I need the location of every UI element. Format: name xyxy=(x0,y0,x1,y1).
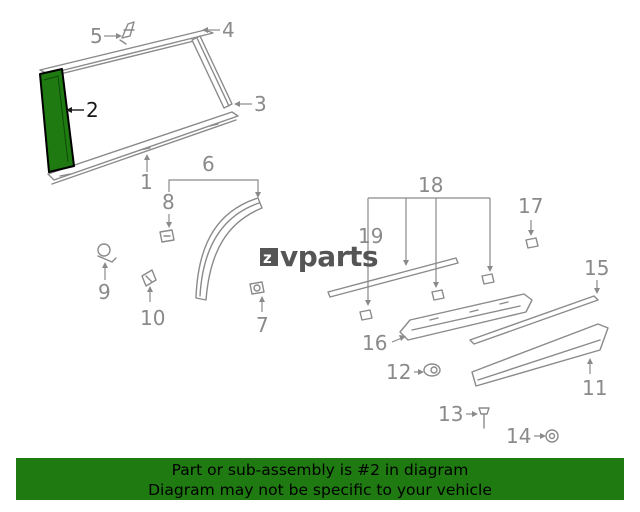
callout-9: 9 xyxy=(98,280,111,304)
callout-15: 15 xyxy=(584,256,609,280)
part-6-wheel-arch-moulding xyxy=(195,197,263,301)
part-2-pillar-garnish-highlighted xyxy=(39,68,75,173)
part-11-side-sill-moulding xyxy=(471,323,609,387)
part-10-retainer xyxy=(141,269,157,287)
callout-12: 12 xyxy=(386,360,411,384)
part-1-belt-moulding xyxy=(47,111,239,185)
callout-5: 5 xyxy=(90,24,103,48)
callout-13: 13 xyxy=(438,402,463,426)
part-5-clip xyxy=(119,21,135,45)
part-9-grommet xyxy=(97,243,117,263)
part-18-rocker-strip xyxy=(327,257,459,298)
watermark-logo-mark xyxy=(260,248,278,266)
callout-numbers: 5 4 3 2 1 6 8 9 10 7 18 19 17 15 16 12 1… xyxy=(86,18,609,448)
part-19-clip xyxy=(359,309,373,321)
callout-18: 18 xyxy=(418,173,443,197)
part-13-screw xyxy=(478,407,490,429)
callout-7: 7 xyxy=(256,313,269,337)
watermark-logo-glyph: z xyxy=(263,249,272,267)
callout-8: 8 xyxy=(162,190,175,214)
callout-3: 3 xyxy=(254,92,267,116)
highlight-banner: Part or sub-assembly is #2 in diagram Di… xyxy=(16,458,624,500)
watermark-text: vparts xyxy=(280,240,378,273)
banner-line-2: Diagram may not be specific to your vehi… xyxy=(148,481,492,499)
banner-line-1: Part or sub-assembly is #2 in diagram xyxy=(171,461,469,479)
callout-16: 16 xyxy=(362,331,387,355)
callout-19: 19 xyxy=(358,224,383,248)
callout-2: 2 xyxy=(86,98,99,122)
leader-lines xyxy=(66,27,600,439)
callout-1: 1 xyxy=(140,170,153,194)
callout-17: 17 xyxy=(518,194,543,218)
callout-6: 6 xyxy=(202,152,215,176)
part-7-clip xyxy=(249,281,265,295)
part-3-rear-vertical-moulding xyxy=(191,35,233,109)
part-16-rocker-bracket xyxy=(399,293,533,341)
part-17-clip xyxy=(525,237,539,249)
callout-11: 11 xyxy=(582,376,607,400)
part-14-nut xyxy=(545,429,559,443)
part-15-moulding-strip xyxy=(469,295,599,345)
callout-14: 14 xyxy=(506,424,531,448)
watermark-logo: z vparts xyxy=(260,240,379,273)
callout-4: 4 xyxy=(222,18,235,42)
part-12-clip xyxy=(423,363,441,377)
callout-10: 10 xyxy=(140,306,165,330)
part-8-clip xyxy=(159,229,175,243)
part-18-clip-a xyxy=(431,289,445,301)
part-18-clip-b xyxy=(481,273,495,285)
